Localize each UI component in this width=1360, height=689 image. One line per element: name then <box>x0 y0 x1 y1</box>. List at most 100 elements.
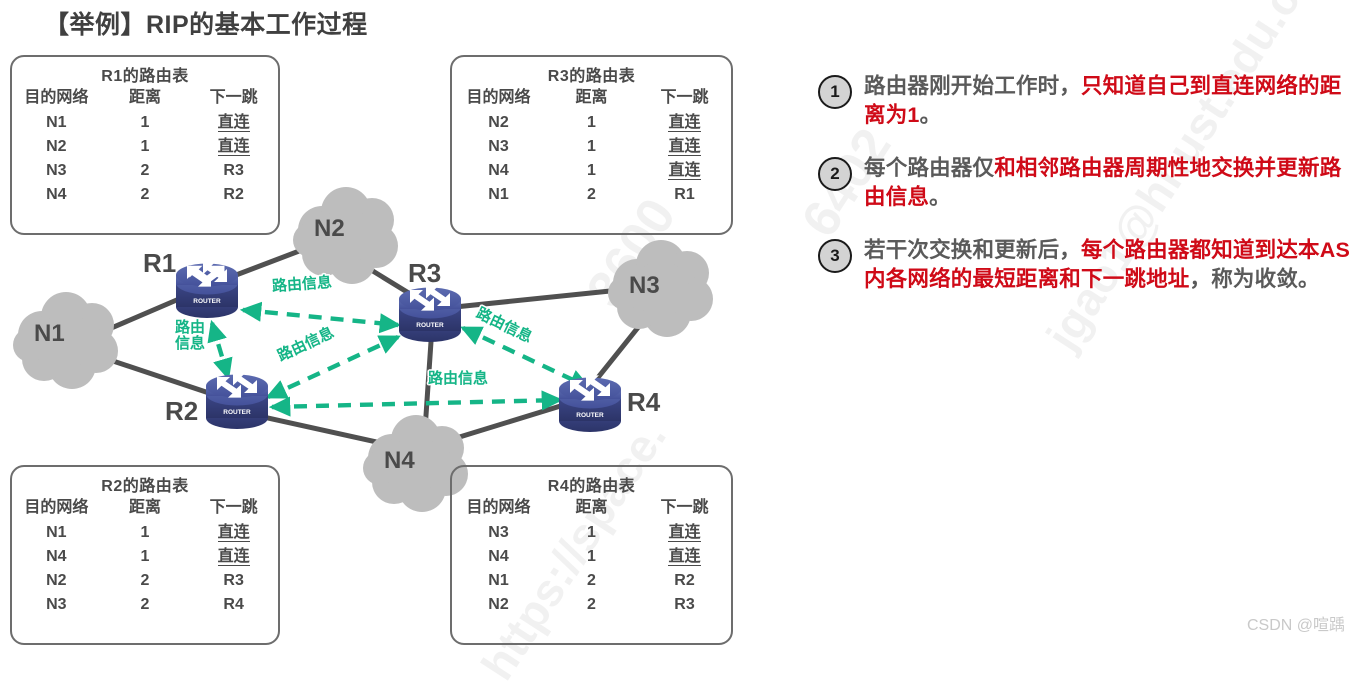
cloud-label-n4: N4 <box>384 447 415 474</box>
cell-text: 直连 <box>668 523 701 542</box>
cell-nexthop: 直连 <box>189 135 278 159</box>
column-header-1: 距离 <box>575 89 608 106</box>
cell-distance: 1 <box>140 523 150 541</box>
route-exchange-arrows <box>207 301 591 417</box>
column-header-0: 目的网络 <box>24 89 89 106</box>
note-text-plain: ，称为收敛。 <box>1189 266 1320 291</box>
note-text-emphasis: 每个路由器都知道到达本AS内各网络的最短距离和下一跳地址 <box>864 238 1350 291</box>
cell-network: N1 <box>488 185 509 203</box>
note-text-plain: 。 <box>919 102 942 127</box>
router-label-r1: R1 <box>143 248 177 278</box>
cell-text: 直连 <box>668 161 701 180</box>
csdn-watermark: CSDN @喧踽 <box>1246 617 1345 634</box>
router-r1: ROUTER <box>176 261 238 318</box>
link-n3-r3 <box>452 287 623 310</box>
routing-table-header-row: 目的网络距离下一跳 <box>12 496 278 521</box>
cell-network: N4 <box>488 161 509 179</box>
column-header-0: 目的网络 <box>466 499 531 516</box>
exchange-caption-r2-r4: 路由信息 <box>428 370 489 387</box>
network-clouds <box>13 187 713 512</box>
note-item-1: 1 路由器刚开始工作时，只知道自己到直连网络的距离为1。 <box>818 72 1350 129</box>
slide-canvas: 3600 6402 https://space. jgao1@hnust.edu… <box>10 0 1350 689</box>
exchange-caption-line2: 信息 <box>175 334 206 352</box>
cell-network: N2 <box>46 137 67 155</box>
routing-table-caption: R3的路由表 <box>547 68 636 85</box>
router-r2: ROUTER <box>206 372 268 429</box>
column-header-0: 目的网络 <box>24 499 89 516</box>
note-number-badge: 1 <box>818 75 852 109</box>
cloud-n4 <box>363 415 468 512</box>
cell-text: 直连 <box>217 113 250 132</box>
cell-text: 直连 <box>668 547 701 566</box>
router-badge-r2: ROUTER <box>223 409 251 416</box>
router-label-r4: R4 <box>627 387 661 417</box>
exchange-r2-r3 <box>265 335 401 399</box>
column-header-2: 下一跳 <box>209 499 258 516</box>
note-text: 若干次交换和更新后，每个路由器都知道到达本AS内各网络的最短距离和下一跳地址，称… <box>864 236 1350 293</box>
note-text-emphasis: 和相邻路由器周期性地交换并更新路由信息 <box>864 156 1342 209</box>
column-header-0: 目的网络 <box>466 89 531 106</box>
cell-distance: 1 <box>587 161 596 179</box>
cell-distance: 2 <box>587 595 596 613</box>
router-label-r3: R3 <box>408 258 442 288</box>
cell-text: 直连 <box>217 523 250 542</box>
routing-table-header-row: 目的网络距离下一跳 <box>12 86 278 111</box>
note-text: 路由器刚开始工作时，只知道自己到直连网络的距离为1。 <box>864 72 1350 129</box>
cell-nexthop: 直连 <box>189 111 278 135</box>
note-text: 每个路由器仅和相邻路由器周期性地交换并更新路由信息。 <box>864 154 1350 211</box>
exchange-r1-r2 <box>207 319 233 381</box>
cell-text: 直连 <box>668 137 701 156</box>
cloud-label-n3: N3 <box>629 272 660 299</box>
note-text-plain: 。 <box>929 184 951 209</box>
router-badge-r1: ROUTER <box>193 298 221 305</box>
router-r4: ROUTER <box>559 375 621 432</box>
routing-table-caption: R1的路由表 <box>101 68 189 85</box>
note-text-plain: 每个路由器仅 <box>864 156 995 181</box>
cell-distance: 1 <box>140 137 150 155</box>
cell-network: N1 <box>488 571 509 589</box>
cell-nexthop: 直连 <box>638 521 731 545</box>
cell-distance: 2 <box>140 571 150 589</box>
router-badge-r3: ROUTER <box>416 322 444 329</box>
column-header-1: 距离 <box>575 499 608 516</box>
exchange-caption-r1-r2: 路由 信息 <box>175 320 205 352</box>
cell-nexthop: R3 <box>223 161 244 179</box>
cell-nexthop: R2 <box>223 185 244 203</box>
cloud-n2 <box>293 187 398 284</box>
cell-network: N2 <box>46 571 67 589</box>
column-header-2: 下一跳 <box>660 499 709 516</box>
cloud-n3 <box>608 240 713 337</box>
routing-table-header-row: 目的网络 距离 下一跳 <box>452 496 731 521</box>
cell-network: N2 <box>488 113 509 131</box>
note-item-2: 2 每个路由器仅和相邻路由器周期性地交换并更新路由信息。 <box>818 154 1350 211</box>
note-text-plain: 若干次交换和更新后， <box>864 238 1082 263</box>
cell-distance: 1 <box>140 547 150 565</box>
cell-distance: 2 <box>587 571 596 589</box>
table-row: N4 1 直连 <box>452 159 731 183</box>
column-header-2: 下一跳 <box>660 89 709 106</box>
column-header-1: 距离 <box>128 89 161 106</box>
cloud-label-n2: N2 <box>314 215 345 242</box>
note-number-badge: 2 <box>818 157 852 192</box>
notes-panel: 1 路由器刚开始工作时，只知道自己到直连网络的距离为1。 2 每个路由器仅和相邻路由器… <box>818 72 1350 319</box>
table-row: N2 1 直连 <box>12 135 278 159</box>
cell-distance: 2 <box>140 161 150 179</box>
